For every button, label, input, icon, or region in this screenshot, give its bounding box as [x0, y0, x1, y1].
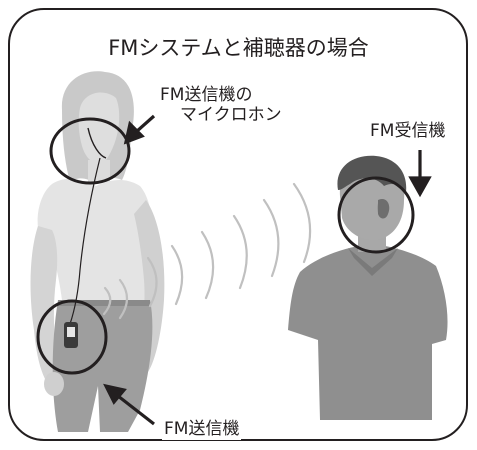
man-shirt: [288, 244, 448, 420]
wave-7: [262, 198, 280, 278]
transmitter-arrow-head: [103, 383, 127, 405]
headset-boom: [87, 127, 107, 159]
transmitter-microphone-label-line1: FM送信機の: [160, 85, 253, 105]
transmitter-callout-circle: [36, 299, 108, 375]
transmitter-microphone-label: FM送信機の マイクロホン: [160, 85, 282, 125]
woman-blouse: [37, 178, 153, 305]
man-collar: [348, 248, 398, 276]
woman-figure: [30, 71, 165, 432]
wave-4: [170, 244, 184, 306]
callout-circles: [36, 117, 415, 375]
transmitter-microphone-label-line2: マイクロホン: [180, 104, 282, 125]
transmitter-screen: [67, 327, 75, 337]
wave-6: [232, 214, 248, 290]
mic-arrow-shaft: [134, 114, 156, 134]
mic-callout-circle: [49, 117, 131, 185]
transmitter-label: FM送信機: [162, 419, 242, 440]
woman-hand: [44, 372, 64, 396]
wave-1: [102, 286, 112, 316]
receiver-label: FM受信機: [370, 121, 446, 141]
woman-right-arm: [134, 200, 165, 372]
woman-neck: [88, 160, 110, 182]
transmitter-arrow-shaft: [117, 394, 155, 426]
man-hair: [337, 155, 407, 192]
diagram-title: FMシステムと補聴器の場合: [108, 36, 369, 60]
wave-2: [118, 278, 129, 320]
wave-5: [200, 230, 215, 300]
fm-signal-waves: [102, 182, 312, 320]
woman-face: [78, 92, 120, 164]
man-figure: [288, 155, 448, 420]
wave-3: [146, 256, 158, 308]
callout-arrows: [103, 114, 432, 426]
receiver-arrow-head: [408, 176, 432, 198]
mic-arrow-head: [123, 120, 145, 145]
receiver-callout-circle: [337, 176, 415, 254]
receiver-device: [378, 198, 390, 219]
wave-8: [292, 182, 312, 264]
woman-belt: [58, 300, 150, 306]
